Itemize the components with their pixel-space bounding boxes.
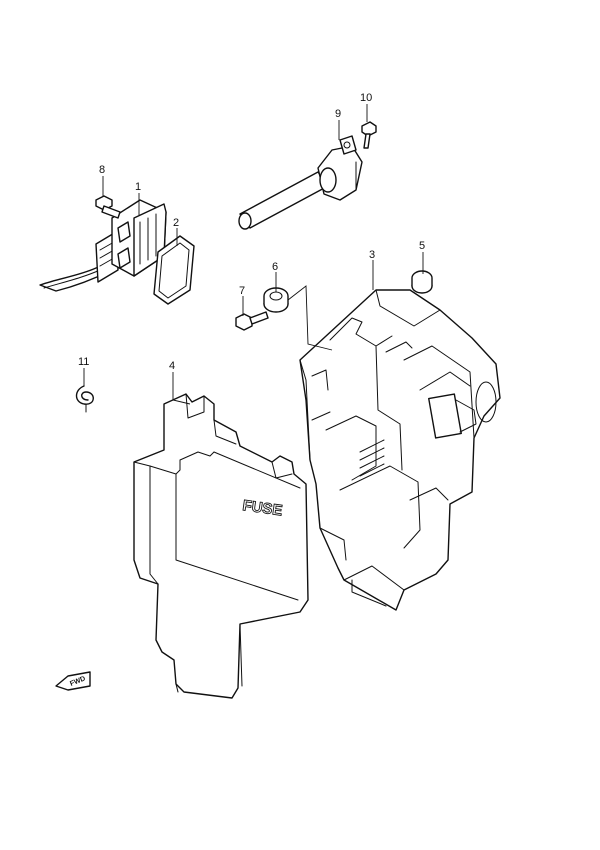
callout-numbers: 1 2 3 4 5 6 7 8 9 10 11 xyxy=(78,92,425,372)
part-8-bolt xyxy=(95,195,121,219)
callout-7: 7 xyxy=(239,285,245,297)
callout-9: 9 xyxy=(335,108,341,120)
callout-4: 4 xyxy=(169,360,175,372)
fuse-marking: FUSE xyxy=(241,497,283,519)
part-2-gasket xyxy=(153,235,195,305)
callout-10: 10 xyxy=(360,92,372,104)
callout-2: 2 xyxy=(173,217,179,229)
part-9-ignition-coil xyxy=(238,135,363,230)
part-11-clip xyxy=(75,385,94,413)
fwd-arrow: FWD xyxy=(55,671,91,691)
callout-3: 3 xyxy=(369,249,375,261)
callout-5: 5 xyxy=(419,240,425,252)
callout-8: 8 xyxy=(99,164,105,176)
callout-6: 6 xyxy=(272,261,278,273)
part-7-bolt xyxy=(235,311,269,331)
part-1-rectifier xyxy=(39,199,167,292)
part-5-collar xyxy=(411,270,433,294)
callout-1: 1 xyxy=(135,181,141,193)
leader-3-branch xyxy=(287,285,333,351)
part-3-holder xyxy=(299,289,501,611)
part-10-bolt xyxy=(361,121,377,149)
leader-lines xyxy=(83,104,424,405)
part-4-cover: FUSE xyxy=(133,393,309,699)
leader-4 xyxy=(172,372,191,405)
callout-11: 11 xyxy=(78,356,89,368)
